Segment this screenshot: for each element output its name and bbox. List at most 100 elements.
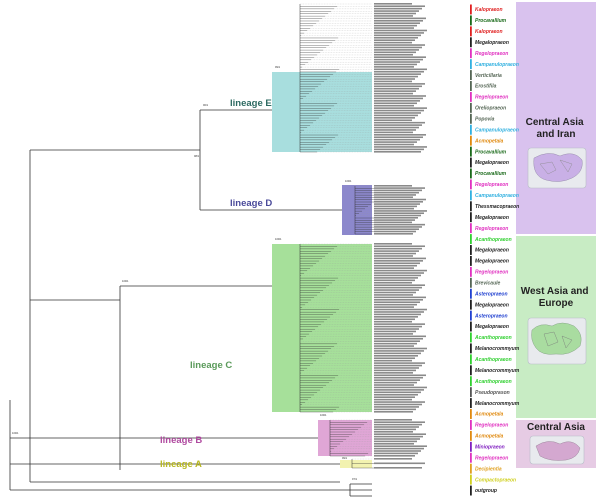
tip-label-placeholder [374, 210, 427, 212]
section-bar [470, 135, 472, 146]
section-label: Megalopraeon [475, 302, 509, 308]
tip-label-placeholder [374, 233, 413, 235]
section-bar [470, 234, 472, 245]
tip-label-placeholder [374, 217, 418, 219]
tip-label-placeholder [374, 362, 425, 364]
section-bar [470, 81, 472, 91]
section-label: Megalopraeon [475, 40, 509, 46]
section-label: Acanthopraeon [474, 357, 512, 363]
clade-box-lineage-e [272, 72, 372, 152]
section-bar [470, 212, 472, 223]
tip-label-placeholder [374, 73, 421, 75]
tip-label-placeholder [374, 411, 413, 413]
section-bar [470, 343, 472, 354]
tip-label-placeholder [374, 313, 421, 316]
section-label: Regelopraeon [475, 95, 508, 101]
section-label: Acmopetala [474, 434, 504, 440]
tip-label-placeholder [374, 185, 412, 187]
tip-label-placeholder [374, 419, 412, 421]
tip-label-placeholder [374, 34, 421, 37]
tip-label-placeholder [374, 151, 421, 153]
tip-label-placeholder [374, 438, 420, 440]
tip-label-placeholder [374, 131, 413, 134]
tip-label-placeholder [374, 462, 425, 465]
section-label: Acanthopraeon [474, 237, 512, 243]
tip-label-placeholder [374, 450, 421, 452]
section-label: Kalopraeon [475, 7, 503, 13]
tip-label-placeholder [374, 286, 422, 289]
tip-label-placeholder [374, 63, 417, 66]
section-bar [470, 474, 472, 485]
tip-label-placeholder [374, 291, 416, 294]
section-label: Regelopraeon [475, 51, 508, 57]
tip-label-placeholder [374, 325, 422, 328]
tip-label-placeholder [374, 393, 418, 396]
section-label: Erostifila [475, 84, 497, 90]
section-label: Miniopraeon [475, 445, 505, 451]
tip-label-placeholder [374, 342, 417, 345]
region-panel-central-asia-iran [516, 2, 596, 234]
section-label: Megalopraeon [475, 160, 509, 166]
section-label: Campanulopraeon [475, 127, 519, 133]
tip-label-placeholder [374, 340, 420, 342]
tip-label-placeholder [374, 70, 424, 73]
tip-label-placeholder [374, 223, 425, 226]
tip-label-placeholder [374, 318, 415, 321]
tip-label-placeholder [374, 398, 412, 401]
node-support-label: 97/1 [352, 477, 358, 481]
tip-label-placeholder [374, 22, 420, 25]
tip-label-placeholder [374, 19, 423, 22]
section-bar [470, 245, 472, 255]
tip-label-placeholder [374, 119, 412, 122]
tip-label-placeholder [374, 252, 416, 255]
clade-box-lineage-a [340, 460, 372, 468]
tip-label-placeholder [374, 61, 420, 63]
tip-label-placeholder [374, 381, 417, 384]
clade-shading [272, 72, 372, 468]
tip-branches [299, 3, 427, 469]
section-bar [470, 113, 472, 124]
section-label: Pseudoprason [475, 390, 510, 396]
clade-box-lineage-b [318, 420, 372, 456]
tip-label-placeholder [374, 12, 416, 15]
tip-label-placeholder [374, 443, 414, 445]
tip-label-placeholder [374, 433, 426, 435]
node-support-label: 98/1 [194, 154, 200, 158]
map-thumbnail-central-asia-iran [527, 147, 587, 189]
section-bar [470, 299, 472, 310]
tip-label-placeholder [374, 80, 412, 83]
tip-label-placeholder [374, 109, 424, 112]
tip-label-placeholder [374, 421, 425, 423]
section-label: Regelopraeon [475, 423, 508, 429]
section-labels: KalopraeonProcavalliumKalopraeonMegalopr… [470, 4, 520, 496]
tip-label-placeholder [374, 347, 427, 350]
tip-label-placeholder [374, 440, 417, 443]
tip-label-placeholder [374, 303, 417, 306]
section-bar [470, 485, 472, 496]
tip-label-placeholder [374, 198, 426, 201]
tip-label-placeholder [374, 129, 416, 131]
section-bar [470, 59, 472, 70]
section-bar [470, 277, 472, 288]
tip-label-placeholder [374, 467, 422, 469]
node-support-label: 100/1 [345, 179, 352, 183]
section-label: Campanulopraeon [475, 193, 519, 199]
tip-label-placeholder [374, 194, 416, 196]
section-label: Campanulopraeon [475, 62, 519, 68]
tip-label-placeholder [374, 97, 423, 100]
section-label: Thessmacopraeon [475, 204, 519, 210]
tip-label-placeholder [374, 386, 427, 389]
lineage-labels: lineage E lineage D lineage C lineage B … [160, 98, 272, 470]
section-label: Regelopraeon [475, 182, 508, 188]
tip-label-placeholder [374, 320, 412, 323]
tip-label-placeholder [374, 355, 418, 357]
tip-label-placeholder [374, 294, 413, 296]
tip-label-placeholder [374, 352, 421, 355]
tip-label-placeholder [374, 136, 423, 139]
tip-label-placeholder [374, 299, 423, 301]
tip-label-placeholder [374, 112, 421, 114]
tip-label-placeholder [374, 260, 423, 262]
region-label-line1: West Asia and [521, 286, 589, 297]
section-bar [470, 124, 472, 135]
